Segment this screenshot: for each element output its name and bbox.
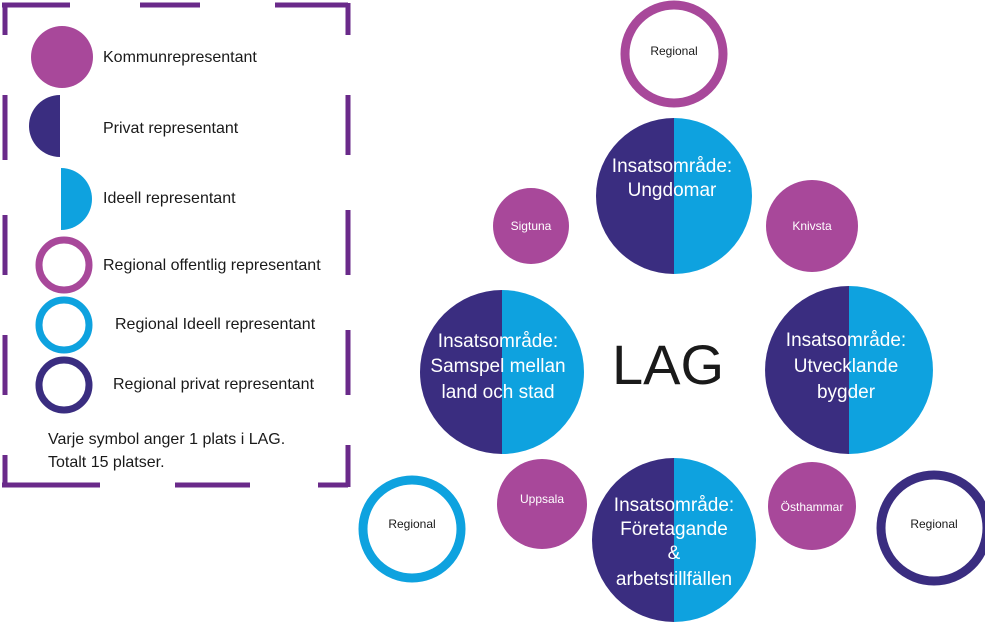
area-circles: Insatsområde: Ungdomar Insatsområde: Sam… [420,118,933,622]
area-right-line1: Insatsområde: [786,330,906,351]
area-right-line3: bygder [817,382,876,403]
legend-labels: Kommunrepresentant Privat representant I… [48,49,321,471]
legend-regional-privat-icon [35,356,93,414]
legend-regional-offentlig-icon [35,236,93,294]
legend-label-regional-privat: Regional privat representant [113,376,315,393]
area-top: Insatsområde: Ungdomar [596,118,752,274]
area-right: Insatsområde: Utvecklande bygder [765,286,933,454]
regional-right-label: Regional [910,517,957,531]
area-bottom: Insatsområde: Företagande & arbetstillfä… [592,458,756,622]
area-bottom-line2: Företagande [620,519,728,540]
legend-regional-ideell-icon [35,296,93,354]
legend-privat-icon [29,95,60,157]
area-bottom-line1: Insatsområde: [614,495,734,516]
area-left-line1: Insatsområde: [438,331,558,352]
legend-label-privat: Privat representant [103,120,239,137]
municipality-osthammar [768,462,856,550]
legend-label-ideell: Ideell representant [103,190,236,207]
municipality-sigtuna-label: Sigtuna [511,219,552,233]
municipality-circles: Sigtuna Knivsta Uppsala Östhammar [493,180,858,550]
legend-label-kommun: Kommunrepresentant [103,49,257,66]
municipality-osthammar-label: Östhammar [781,500,844,514]
legend-kommun-icon [31,26,93,88]
area-left-line2: Samspel mellan [430,356,565,377]
legend-note-line2: Totalt 15 platser. [48,454,165,471]
center-lag-label: LAG [612,333,724,396]
area-left-line3: land och stad [441,382,554,403]
regional-left-label: Regional [388,517,435,531]
area-bottom-line4: arbetstillfällen [616,569,732,590]
municipality-sigtuna [493,188,569,264]
area-left: Insatsområde: Samspel mellan land och st… [420,290,584,454]
area-top-line2: Ungdomar [628,180,717,201]
regional-rings: Regional Regional Regional [358,0,985,586]
regional-top-ring [620,0,728,108]
legend-label-regional-offentlig: Regional offentlig representant [103,257,321,274]
regional-left-ring [358,475,466,583]
municipality-uppsala [497,459,587,549]
area-bottom-line3: & [668,543,681,564]
municipality-uppsala-label: Uppsala [520,492,564,506]
municipality-knivsta [766,180,858,272]
legend-note-line1: Varje symbol anger 1 plats i LAG. [48,431,285,448]
legend-label-regional-ideell: Regional Ideell representant [115,316,316,333]
legend-ideell-icon [61,168,92,230]
legend-symbols [29,26,93,414]
area-right-line2: Utvecklande [794,356,899,377]
area-top-line1: Insatsområde: [612,156,732,177]
legend-frame [2,2,351,488]
regional-right-ring [876,470,985,586]
regional-top-label: Regional [650,44,697,58]
municipality-knivsta-label: Knivsta [792,219,832,233]
